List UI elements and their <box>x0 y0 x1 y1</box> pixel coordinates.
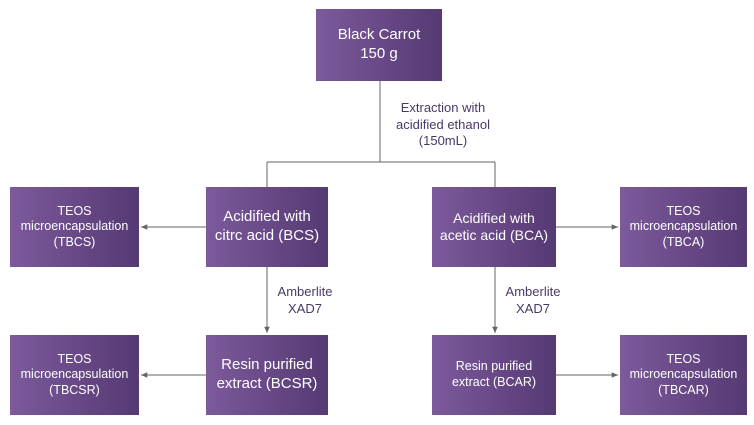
tbca-line-2: microencapsulation <box>629 219 738 234</box>
tbcar-line-2: microencapsulation <box>629 367 738 382</box>
bcsr-box: Resin purified extract (BCSR) <box>206 335 328 415</box>
amberlite-left-label: Amberlite XAD7 <box>270 284 340 317</box>
amberlite-right-line-1: Amberlite <box>505 284 561 299</box>
bcs-line-1: Acidified with <box>223 208 311 226</box>
tbca-line-3: (TBCA) <box>662 234 705 249</box>
tbcs-line-2: microencapsulation <box>20 219 129 234</box>
tbca-line-1: TEOS <box>666 203 701 218</box>
amberlite-right-line-2: XAD7 <box>516 300 550 316</box>
bcar-box: Resin purified extract (BCAR) <box>432 335 556 415</box>
amberlite-left-line-1: Amberlite <box>277 284 333 299</box>
amberlite-left-line-2: XAD7 <box>288 300 322 316</box>
bca-box: Acidified with acetic acid (BCA) <box>432 187 556 267</box>
bcs-box: Acidified with citrc acid (BCS) <box>206 187 328 267</box>
bcsr-line-2: extract (BCSR) <box>216 375 318 392</box>
tbcsr-line-2: microencapsulation <box>20 367 129 382</box>
tbcar-line-1: TEOS <box>666 351 701 366</box>
bca-line-2: acetic acid (BCA) <box>439 227 549 243</box>
extraction-line-1: Extraction with <box>400 100 486 115</box>
tbcs-line-3: (TBCS) <box>53 234 96 249</box>
black-carrot-line-2: 150 g <box>360 45 398 62</box>
tbcar-box: TEOS microencapsulation (TBCAR) <box>620 335 747 415</box>
tbcsr-line-3: (TBCSR) <box>49 382 100 397</box>
tbcsr-box: TEOS microencapsulation (TBCSR) <box>10 335 139 415</box>
tbcs-box: TEOS microencapsulation (TBCS) <box>10 187 139 267</box>
tbca-box: TEOS microencapsulation (TBCA) <box>620 187 747 267</box>
bcsr-line-1: Resin purified <box>221 356 313 374</box>
tbcar-line-3: (TBCAR) <box>658 382 709 397</box>
bca-line-1: Acidified with <box>453 209 535 226</box>
black-carrot-line-1: Black Carrot <box>337 26 421 44</box>
tbcsr-line-1: TEOS <box>57 351 92 366</box>
extraction-line-3: (150mL) <box>418 133 468 149</box>
tbcs-line-1: TEOS <box>57 203 92 218</box>
extraction-line-2: acidified ethanol <box>396 116 490 132</box>
amberlite-right-label: Amberlite XAD7 <box>498 284 568 317</box>
bcar-line-1: Resin purified <box>455 359 533 374</box>
bcar-line-2: extract (BCAR) <box>451 375 537 389</box>
bcs-line-2: citrc acid (BCS) <box>214 227 320 244</box>
black-carrot-box: Black Carrot 150 g <box>316 9 442 81</box>
extraction-label: Extraction with acidified ethanol (150mL… <box>385 100 501 150</box>
